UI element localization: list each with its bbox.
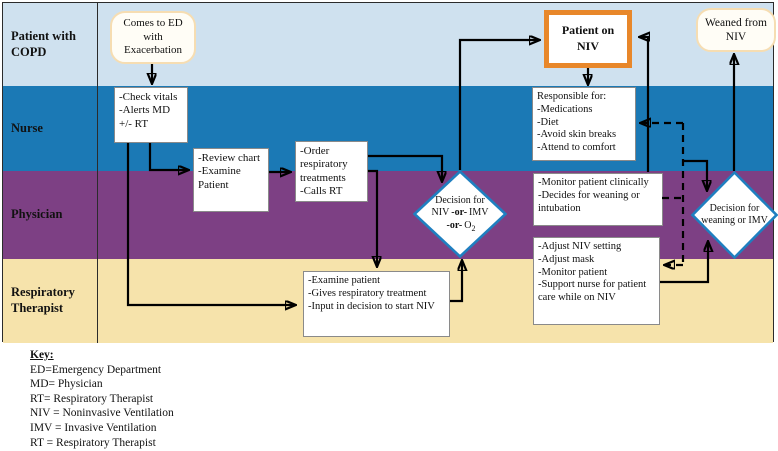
responsible-line: Responsible for:: [537, 91, 607, 102]
check-vitals-line: +/- RT: [119, 117, 149, 130]
patient-on-niv-line2: NIV: [576, 39, 599, 53]
node-decision-niv-imv-o2: Decision for NIV-or-IMV -or-O2: [413, 170, 507, 258]
key-entry: ED=Emergency Department: [30, 363, 162, 376]
decision1-line1: Decision for: [435, 194, 485, 206]
check-vitals-line: -Alerts MD: [119, 104, 171, 117]
node-adjust-niv: -Adjust NIV setting -Adjust mask -Monito…: [533, 237, 660, 325]
decision1-opt-imv: IMV: [469, 207, 489, 218]
responsible-line: -Attend to comfort: [537, 142, 616, 154]
examine-rt-line: -Gives respiratory treatment: [308, 287, 427, 299]
decision1-or: -or-: [451, 207, 468, 218]
key-entry: IMV = Invasive Ventilation: [30, 421, 157, 434]
node-order-respiratory: -Order respiratory treatments -Calls RT: [295, 141, 368, 202]
order-respiratory-line: -Calls RT: [300, 185, 343, 198]
responsible-line: -Diet: [537, 116, 559, 128]
decision1-opt-o2: O: [464, 219, 472, 231]
key-entry: MD= Physician: [30, 378, 103, 391]
node-examine-patient-rt: -Examine patient -Gives respiratory trea…: [303, 271, 450, 337]
decision2-line1: Decision for: [709, 202, 760, 214]
key-entry: RT= Respiratory Therapist: [30, 392, 154, 405]
adjust-line: -Support nurse for patient care while on…: [538, 279, 647, 304]
node-patient-on-niv: Patient on NIV: [544, 10, 632, 68]
lane-label-patient: Patient with COPD: [3, 3, 98, 86]
node-check-vitals: -Check vitals -Alerts MD +/- RT: [114, 87, 188, 143]
decision2-line2: weaning or IMV: [701, 215, 768, 226]
decision1-or: -or-: [446, 219, 463, 231]
examine-rt-line: -Examine patient: [308, 275, 381, 286]
key-legend: Key: ED=Emergency Department MD= Physici…: [30, 348, 174, 450]
decision1-text: Decision for NIV-or-IMV -or-O2: [413, 170, 507, 258]
review-chart-line: -Examine Patient: [198, 165, 241, 191]
adjust-line: -Adjust mask: [538, 253, 595, 265]
adjust-line: -Adjust NIV setting: [538, 241, 622, 252]
adjust-line: -Monitor patient: [538, 266, 608, 278]
monitor-line: -Decides for weaning or intubation: [538, 189, 640, 214]
node-comes-to-ed: Comes to ED with Exacerbation: [110, 11, 196, 64]
examine-rt-line: -Input in decision to start NIV: [308, 300, 435, 312]
key-title: Key:: [30, 349, 54, 361]
node-decision-weaning-imv: Decision for weaning or IMV: [691, 171, 778, 259]
monitor-line: -Monitor patient clinically: [538, 177, 649, 188]
node-nurse-responsible: Responsible for: -Medications -Diet -Avo…: [532, 87, 636, 161]
patient-on-niv-text: Patient on NIV: [562, 23, 614, 54]
weaned-from-niv-text: Weaned from NIV: [705, 16, 767, 43]
lane-label-nurse: Nurse: [3, 86, 98, 171]
node-monitor-patient: -Monitor patient clinically -Decides for…: [533, 173, 663, 226]
node-weaned-from-niv: Weaned from NIV: [696, 8, 776, 52]
diamond-shape: [413, 170, 507, 258]
responsible-line: -Avoid skin breaks: [537, 129, 617, 141]
node-review-chart: -Review chart -Examine Patient: [193, 148, 269, 212]
diamond-shape: [691, 171, 778, 259]
lane-label-respiratory-therapist: Respiratory Therapist: [3, 259, 98, 343]
key-entry: RT = Respiratory Therapist: [30, 436, 156, 449]
responsible-line: -Medications: [537, 103, 593, 115]
check-vitals-line: -Check vitals: [119, 91, 178, 103]
patient-on-niv-line1: Patient on: [561, 23, 615, 38]
decision1-opt-niv: NIV: [431, 207, 450, 218]
decision2-text: Decision for weaning or IMV: [691, 171, 778, 259]
decision1-o2-subscript: 2: [471, 223, 476, 233]
node-comes-to-ed-text: Comes to ED with Exacerbation: [123, 17, 183, 57]
review-chart-line: -Review chart: [198, 152, 260, 164]
key-entry: NIV = Noninvasive Ventilation: [30, 407, 174, 420]
order-respiratory-line: -Order respiratory treatments: [300, 145, 348, 184]
lane-label-physician: Physician: [3, 171, 98, 259]
